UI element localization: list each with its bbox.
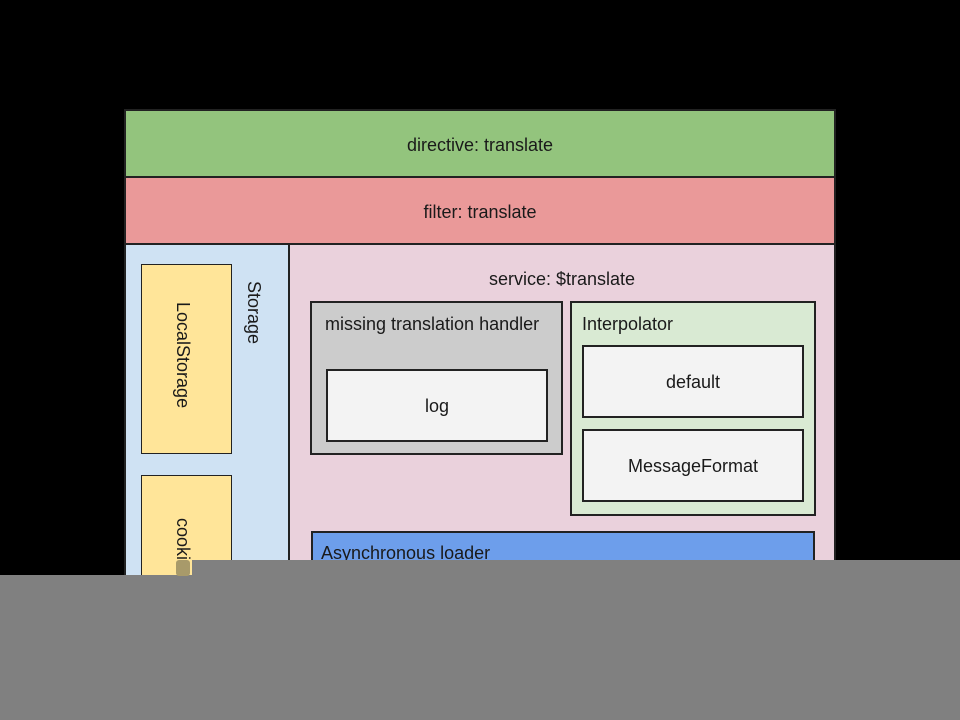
log-box: log: [326, 369, 548, 442]
interpolator-box: Interpolator default MessageFormat: [570, 301, 816, 516]
filter-label: filter: translate: [423, 202, 537, 222]
cookie-label: cookie: [173, 518, 193, 571]
translate-service-panel: service: $translate missing translation …: [288, 243, 836, 585]
cursor-icon: [176, 560, 190, 576]
interpolator-title: Interpolator: [582, 314, 674, 334]
grey-overlay: [0, 575, 960, 720]
service-title: service: $translate: [488, 269, 636, 289]
missing-handler-title: missing translation handler: [325, 314, 540, 334]
filter-translate-layer: filter: translate: [124, 176, 836, 245]
directive-label: directive: translate: [406, 135, 554, 155]
directive-translate-layer: directive: translate: [124, 109, 836, 178]
messageformat-interpolator-box: MessageFormat: [582, 429, 804, 502]
grey-overlay-top: [192, 560, 960, 576]
default-interpolator-box: default: [582, 345, 804, 418]
localstorage-box: LocalStorage: [141, 264, 232, 454]
storage-title: Storage: [244, 281, 264, 345]
asynchronous-loader-label: Asynchronous loader: [321, 543, 491, 563]
missing-translation-handler-box: missing translation handler log: [310, 301, 563, 455]
default-label: default: [665, 372, 721, 392]
messageformat-label: MessageFormat: [627, 456, 759, 476]
localstorage-label: LocalStorage: [173, 302, 193, 409]
storage-panel: Storage LocalStorage cookie: [124, 243, 290, 585]
log-label: log: [424, 396, 450, 416]
